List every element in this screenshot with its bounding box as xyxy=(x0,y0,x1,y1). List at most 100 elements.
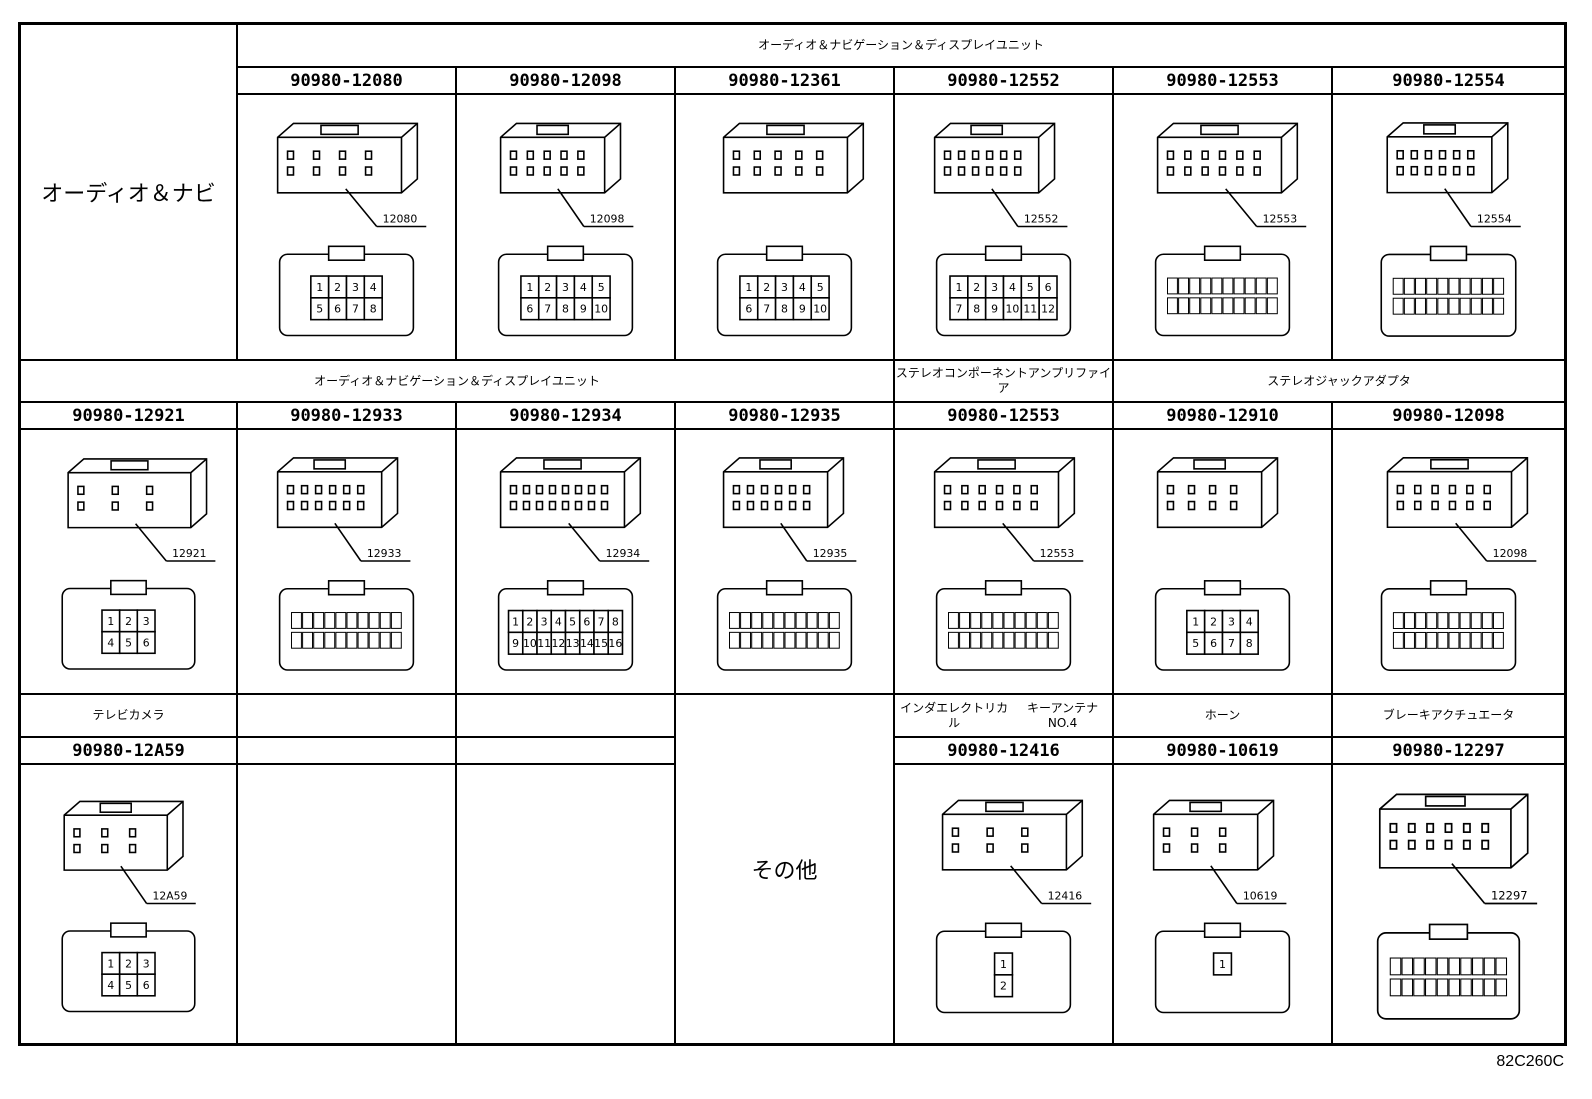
pin-label: 4 xyxy=(1246,615,1253,628)
pin-label: 2 xyxy=(973,281,980,294)
part-number: 90980-12935 xyxy=(675,402,894,429)
connector-drawing: 10619 1 xyxy=(1152,799,1291,1014)
connector-cell: 12935 xyxy=(675,429,894,694)
pin-label: 3 xyxy=(991,281,998,294)
group-header: テレビカメラ xyxy=(20,694,237,737)
callout-label: 12552 xyxy=(1024,213,1059,226)
connector-drawing: 12098 xyxy=(1380,456,1537,671)
empty-cell xyxy=(456,764,675,1044)
pin-label: 8 xyxy=(370,303,377,316)
empty-cell xyxy=(237,694,456,737)
part-number: 90980-12921 xyxy=(20,402,237,429)
pin-label: 6 xyxy=(526,303,533,316)
pin-label: 9 xyxy=(580,303,587,316)
callout-label: 12098 xyxy=(590,213,625,226)
pin-label: 7 xyxy=(955,303,962,316)
empty-cell xyxy=(237,737,456,764)
connector-cell: 10619 1 xyxy=(1113,764,1332,1044)
part-number: 90980-12361 xyxy=(675,67,894,94)
part-number: 90980-12416 xyxy=(894,737,1113,764)
group-header: オーディオ＆ナビゲーション＆ディスプレイユニット xyxy=(20,360,894,402)
pin-label: 6 xyxy=(143,979,150,992)
group-header: ホーン xyxy=(1113,694,1332,737)
part-number: 90980-12933 xyxy=(237,402,456,429)
connector-cell: 12553 xyxy=(894,429,1113,694)
connector-cell: 12553 xyxy=(1113,94,1332,360)
part-number: 90980-12910 xyxy=(1113,402,1332,429)
pin-label: 14 xyxy=(580,637,594,650)
connector-cell: 12933 xyxy=(237,429,456,694)
pin-label: 7 xyxy=(1228,637,1235,650)
pin-label: 13 xyxy=(566,637,580,650)
pin-label: 3 xyxy=(562,281,569,294)
pin-label: 2 xyxy=(1000,980,1007,993)
pin-label: 3 xyxy=(143,957,150,970)
pin-label: 3 xyxy=(781,281,788,294)
pin-label: 10 xyxy=(813,303,827,316)
pin-label: 6 xyxy=(1045,281,1052,294)
pin-label: 1 xyxy=(1219,958,1226,971)
empty-cell xyxy=(237,764,456,1044)
pin-label: 2 xyxy=(526,615,533,628)
callout-label: 12553 xyxy=(1263,213,1298,226)
pin-label: 1 xyxy=(1000,958,1007,971)
pin-label: 2 xyxy=(763,281,770,294)
pin-label: 1 xyxy=(107,615,114,628)
pin-label: 6 xyxy=(143,636,150,649)
pin-label: 2 xyxy=(125,957,132,970)
pin-label: 5 xyxy=(125,979,132,992)
pin-label: 6 xyxy=(1210,637,1217,650)
part-number: 90980-12297 xyxy=(1332,737,1565,764)
connector-cell: 12297 xyxy=(1332,764,1565,1044)
connector-drawing: 12933 xyxy=(276,457,415,671)
pin-label: 6 xyxy=(583,615,590,628)
pin-label: 11 xyxy=(1023,303,1037,316)
part-number: 90980-12553 xyxy=(894,402,1113,429)
part-number: 90980-12552 xyxy=(894,67,1113,94)
group-header: ブレーキアクチュエータ xyxy=(1332,694,1565,737)
part-number: 90980-12098 xyxy=(1332,402,1565,429)
pin-label: 5 xyxy=(817,281,824,294)
part-number: 90980-12934 xyxy=(456,402,675,429)
connector-cell: 12554 xyxy=(1332,94,1565,360)
pin-label: 8 xyxy=(1246,637,1253,650)
pin-label: 2 xyxy=(125,615,132,628)
group-header: ステレオジャックアダプタ xyxy=(1113,360,1565,402)
pin-label: 9 xyxy=(799,303,806,316)
callout-label: 10619 xyxy=(1243,890,1278,903)
pin-label: 4 xyxy=(555,615,562,628)
empty-cell xyxy=(456,694,675,737)
pin-label: 1 xyxy=(526,281,533,294)
pin-label: 6 xyxy=(745,303,752,316)
pin-label: 5 xyxy=(598,281,605,294)
pin-label: 1 xyxy=(107,957,114,970)
connector-drawing: 12935 xyxy=(716,457,857,671)
pin-label: 5 xyxy=(1027,281,1034,294)
callout-label: 12080 xyxy=(383,213,418,226)
pin-label: 10 xyxy=(1005,303,1019,316)
pin-label: 5 xyxy=(569,615,576,628)
connector-drawing: 12553 xyxy=(1154,122,1307,337)
part-number: 90980-12A59 xyxy=(20,737,237,764)
pin-label: 12 xyxy=(1041,303,1055,316)
pin-label: 3 xyxy=(541,615,548,628)
pin-label: 1 xyxy=(512,615,519,628)
pin-label: 2 xyxy=(334,281,341,294)
pin-label: 10 xyxy=(523,637,537,650)
callout-label: 12098 xyxy=(1493,547,1528,560)
callout-label: 12553 xyxy=(1040,547,1075,560)
pin-label: 7 xyxy=(763,303,770,316)
diagram-code: 82C260C xyxy=(1496,1053,1564,1070)
pin-label: 3 xyxy=(1228,615,1235,628)
